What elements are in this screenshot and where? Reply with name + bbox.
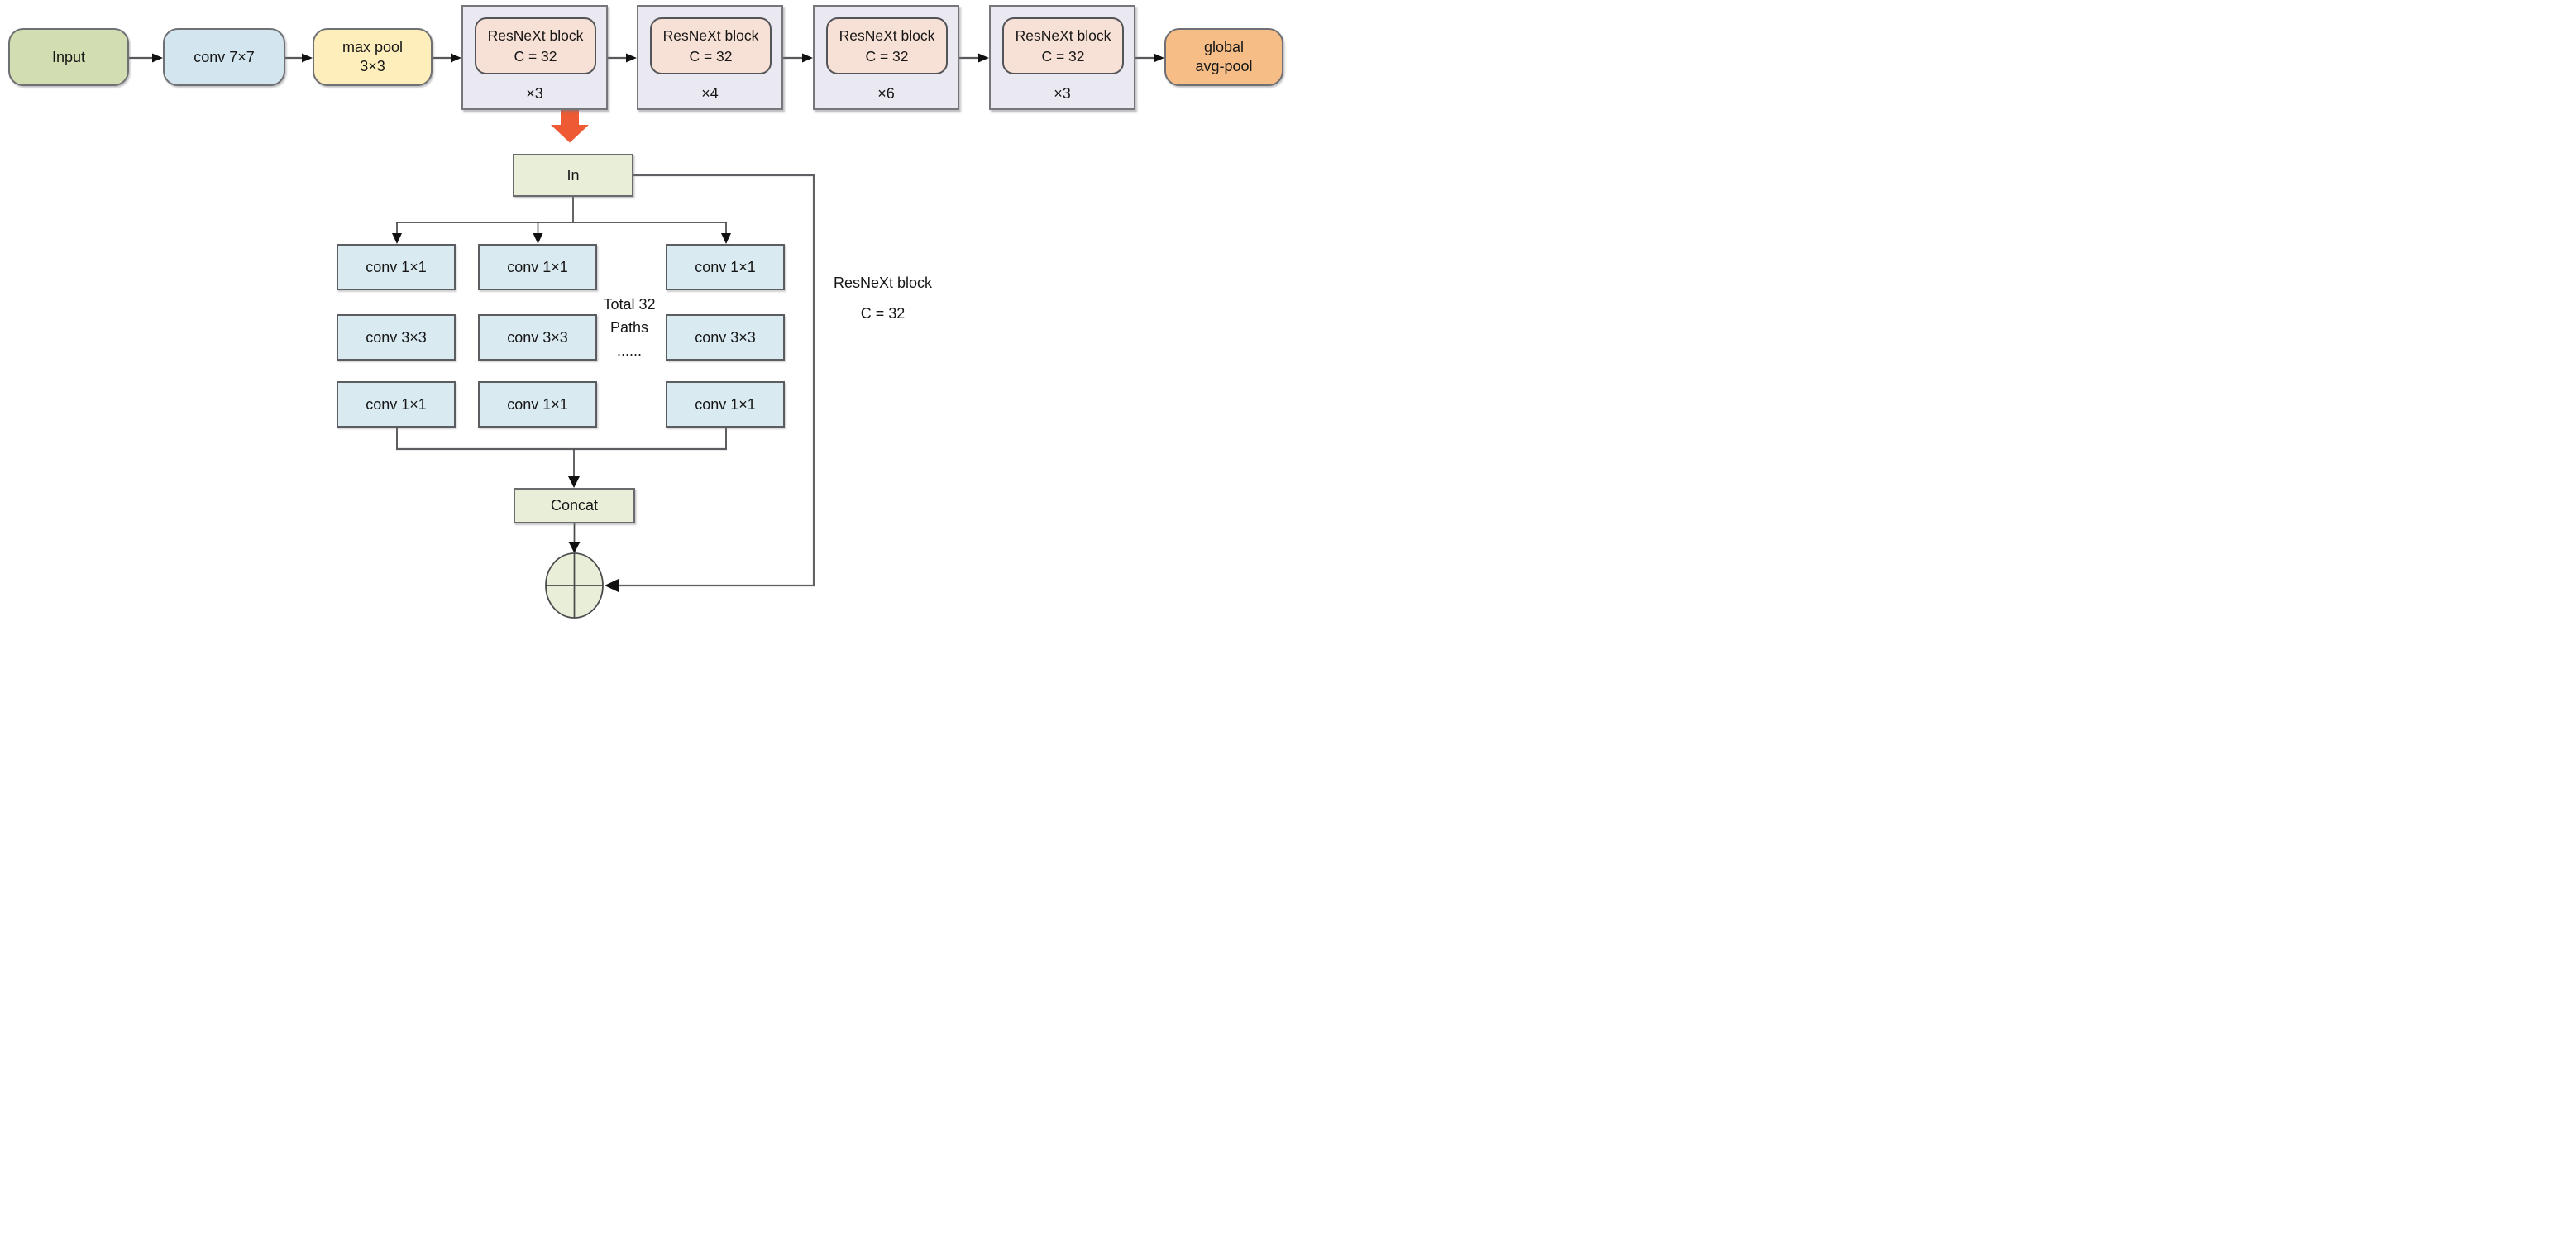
conv-label: conv 1×1 bbox=[507, 258, 568, 275]
conv-label: conv 3×3 bbox=[695, 328, 756, 346]
stage2-container: ResNeXt block C = 32 ×4 bbox=[637, 5, 783, 110]
stage4-resnext-block: ResNeXt block C = 32 bbox=[1002, 17, 1124, 74]
stage3-repeat-count: ×6 bbox=[877, 85, 895, 102]
maxpool-label-line2: 3×3 bbox=[360, 58, 385, 74]
stage2-resnext-block: ResNeXt block C = 32 bbox=[650, 17, 772, 74]
stage2-repeat-count: ×4 bbox=[701, 85, 719, 102]
concat-to-sum-arrow bbox=[568, 523, 581, 553]
stage3-block-cardinality: C = 32 bbox=[865, 47, 909, 65]
stage1-resnext-block: ResNeXt block C = 32 bbox=[475, 17, 596, 74]
total-paths-ellipsis: ...... bbox=[616, 342, 642, 359]
maxpool-label-line1: max pool bbox=[342, 39, 404, 55]
conv-box-path2-3x3: conv 3×3 bbox=[478, 314, 597, 361]
conv-box-path32-3x3: conv 3×3 bbox=[666, 314, 785, 361]
flow-arrow-stage3-to-stage4 bbox=[959, 53, 989, 63]
skip-connection bbox=[605, 174, 815, 593]
stage1-block-title: ResNeXt block bbox=[487, 26, 584, 44]
branch-split-connectors bbox=[392, 197, 731, 244]
flow-arrow-maxpool-to-stage1 bbox=[433, 53, 461, 63]
resnext-architecture-diagram: Input conv 7×7 max pool 3×3 ResNeXt bloc… bbox=[0, 0, 1288, 622]
conv-box-path1-1x1b: conv 1×1 bbox=[337, 381, 456, 428]
total-paths-line2: Paths bbox=[609, 319, 649, 336]
conv-label: conv 3×3 bbox=[366, 328, 427, 346]
stage2-block-cardinality: C = 32 bbox=[689, 47, 733, 65]
total-paths-note: Total 32 Paths ...... bbox=[575, 293, 684, 362]
stage1-repeat-count: ×3 bbox=[526, 85, 543, 102]
concat-box: Concat bbox=[514, 488, 635, 523]
in-label: In bbox=[566, 166, 580, 184]
global-avgpool-box: global avg-pool bbox=[1164, 28, 1283, 86]
conv7x7-box: conv 7×7 bbox=[163, 28, 285, 86]
concat-label: Concat bbox=[550, 497, 599, 514]
stage3-block-title: ResNeXt block bbox=[839, 26, 935, 44]
conv-label: conv 3×3 bbox=[507, 328, 568, 346]
flow-arrow-conv7-to-maxpool bbox=[285, 53, 313, 63]
stage4-repeat-count: ×3 bbox=[1054, 85, 1071, 102]
conv-box-path32-1x1b: conv 1×1 bbox=[666, 381, 785, 428]
flow-arrow-stage1-to-stage2 bbox=[608, 53, 637, 63]
global-avgpool-line2: avg-pool bbox=[1195, 58, 1253, 74]
detail-side-label: ResNeXt block C = 32 bbox=[823, 268, 943, 329]
side-label-line1: ResNeXt block bbox=[833, 275, 933, 291]
stage1-container: ResNeXt block C = 32 ×3 bbox=[461, 5, 608, 110]
branch-merge-connectors bbox=[396, 428, 727, 488]
stage4-container: ResNeXt block C = 32 ×3 bbox=[989, 5, 1135, 110]
flow-arrow-input-to-conv7 bbox=[128, 53, 163, 63]
total-paths-line1: Total 32 bbox=[603, 296, 656, 313]
expand-arrow bbox=[551, 81, 589, 143]
side-label-line2: C = 32 bbox=[860, 305, 906, 322]
stage3-container: ResNeXt block C = 32 ×6 bbox=[813, 5, 959, 110]
conv-box-path2-1x1b: conv 1×1 bbox=[478, 381, 597, 428]
conv-label: conv 1×1 bbox=[507, 395, 568, 413]
flow-arrow-stage2-to-stage3 bbox=[783, 53, 813, 63]
in-box: In bbox=[513, 154, 633, 197]
input-box: Input bbox=[8, 28, 129, 86]
conv-label: conv 1×1 bbox=[695, 395, 756, 413]
conv7x7-label: conv 7×7 bbox=[194, 48, 255, 65]
maxpool-box: max pool 3×3 bbox=[313, 28, 433, 86]
stage4-block-cardinality: C = 32 bbox=[1041, 47, 1085, 65]
flow-arrow-stage4-to-global bbox=[1135, 53, 1164, 63]
conv-box-path32-1x1a: conv 1×1 bbox=[666, 244, 785, 290]
connector-layer bbox=[128, 53, 1164, 619]
conv-label: conv 1×1 bbox=[366, 395, 427, 413]
stage2-block-title: ResNeXt block bbox=[662, 26, 759, 44]
conv-label: conv 1×1 bbox=[695, 258, 756, 275]
input-label: Input bbox=[51, 48, 86, 65]
global-avgpool-line1: global bbox=[1203, 39, 1245, 55]
stage4-block-title: ResNeXt block bbox=[1015, 26, 1111, 44]
conv-box-path2-1x1a: conv 1×1 bbox=[478, 244, 597, 290]
conv-label: conv 1×1 bbox=[366, 258, 427, 275]
conv-box-path1-1x1a: conv 1×1 bbox=[337, 244, 456, 290]
stage3-resnext-block: ResNeXt block C = 32 bbox=[826, 17, 948, 74]
stage1-block-cardinality: C = 32 bbox=[514, 47, 557, 65]
sum-plus-icon bbox=[545, 552, 604, 619]
conv-box-path1-3x3: conv 3×3 bbox=[337, 314, 456, 361]
